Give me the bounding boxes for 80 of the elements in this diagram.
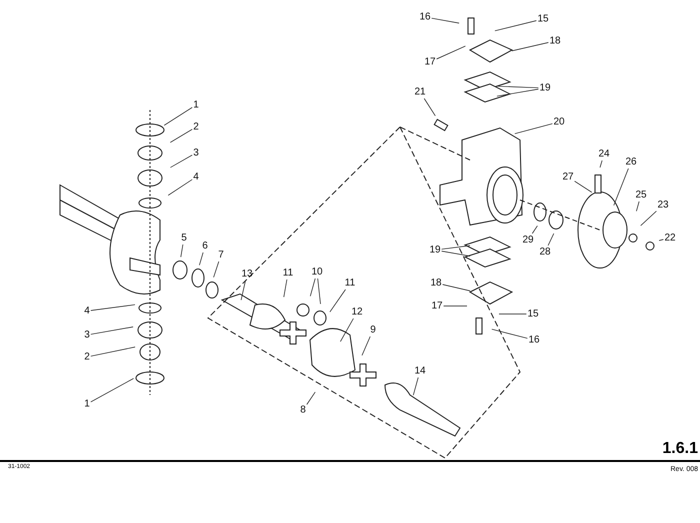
leader-line (496, 86, 539, 88)
callout-number: 8 (300, 404, 306, 416)
leader-line (548, 233, 554, 246)
leader-line (240, 280, 246, 300)
leader-line (436, 46, 466, 60)
leader-line (170, 128, 193, 143)
callout-number: 17 (424, 56, 436, 68)
callout-number: 13 (241, 268, 253, 280)
callout-number: 7 (218, 250, 224, 260)
callout-number: 17 (431, 300, 443, 312)
leader-line (330, 289, 346, 312)
callout-number: 20 (553, 116, 565, 128)
leader-line (574, 180, 592, 193)
callout-number: 25 (635, 190, 647, 200)
callout-number: 18 (549, 36, 561, 46)
callout-number: 6 (202, 240, 208, 252)
leader-line (362, 336, 371, 356)
callout-number: 23 (657, 200, 669, 210)
callout-number: 10 (311, 266, 323, 278)
leader-line (310, 278, 316, 297)
leader-line (600, 160, 602, 168)
callout-number: 16 (419, 12, 431, 22)
leader-line (283, 279, 288, 298)
page-number: 1.6.1 (662, 440, 698, 458)
leader-line (199, 252, 204, 266)
callout-number: 1 (193, 100, 199, 110)
callout-number: 11 (282, 268, 294, 278)
leader-line (640, 210, 657, 226)
callout-number: 2 (84, 352, 90, 362)
leader-line (431, 18, 460, 24)
callout-number: 26 (625, 156, 637, 168)
leader-line (317, 278, 321, 304)
callout-number: 29 (522, 234, 534, 246)
callout-number: 3 (84, 330, 90, 340)
callout-number: 19 (429, 244, 441, 256)
callout-number: 28 (539, 246, 551, 258)
callout-number: 1 (84, 398, 90, 410)
callout-number: 15 (527, 308, 539, 320)
callout-number: 24 (598, 148, 610, 160)
callout-number: 21 (414, 86, 426, 98)
leader-line (306, 392, 316, 405)
leader-line (613, 168, 629, 206)
leader-line (90, 304, 136, 311)
leader-line (658, 239, 664, 241)
callout-number: 22 (664, 232, 676, 244)
leader-line (180, 244, 184, 258)
callout-number: 4 (193, 172, 199, 182)
leader-line (213, 261, 220, 278)
leader-line (340, 318, 354, 342)
leader-line (412, 377, 419, 396)
callout-number: 15 (537, 14, 549, 24)
leader-line (532, 225, 538, 234)
leader-line (170, 154, 193, 168)
leader-line (512, 42, 549, 52)
leader-line (441, 245, 470, 250)
callout-number: 2 (193, 122, 199, 132)
callout-number: 16 (528, 334, 540, 346)
leader-line (90, 378, 134, 402)
callout-number: 27 (562, 172, 574, 182)
leader-line (636, 201, 640, 212)
leader-line (424, 98, 436, 116)
leader-line (90, 326, 134, 335)
callout-number: 12 (351, 306, 363, 318)
callout-number: 5 (181, 232, 187, 244)
leader-line (164, 107, 193, 126)
callout-number: 4 (84, 306, 90, 316)
callout-number: 14 (414, 366, 426, 376)
callout-number: 18 (430, 278, 442, 288)
leader-line (491, 328, 528, 339)
leader-line (514, 123, 553, 134)
leader-line (442, 284, 470, 292)
leader-line (496, 88, 539, 97)
leader-line (441, 250, 470, 256)
callout-number: 9 (370, 324, 376, 336)
leader-line (90, 346, 136, 357)
leader-line (168, 179, 193, 196)
callout-number: 19 (539, 82, 551, 94)
callout-number: 11 (344, 278, 356, 288)
callout-number: 3 (193, 148, 199, 158)
leader-line (494, 20, 537, 32)
